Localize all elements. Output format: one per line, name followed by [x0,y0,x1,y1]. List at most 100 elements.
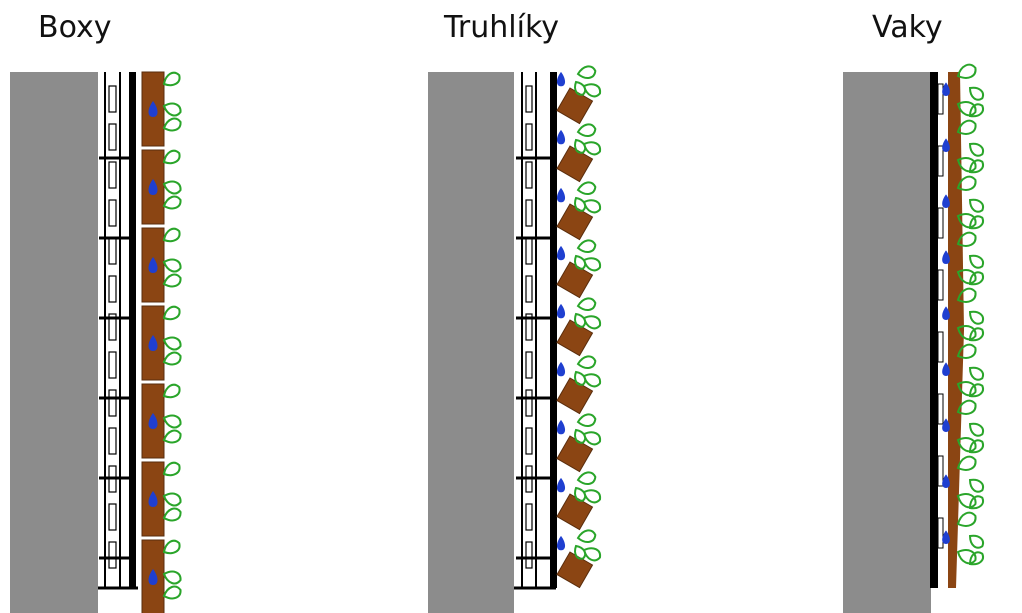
frame-slot [937,393,944,425]
leaf-icon [582,199,602,214]
frame-slot [108,503,117,531]
leaf-icon [574,80,587,96]
frame-slot [108,389,117,417]
frame-slot [108,313,117,341]
frame-slot [525,199,533,227]
water-drop-icon [942,362,950,376]
leaf-icon [576,355,597,369]
planter-bags [942,63,984,588]
leaf-icon [162,336,182,351]
leaf-icon [576,65,597,79]
leaf-icon [162,383,181,399]
mounting-structure [930,72,944,588]
leaf-icon [582,431,602,446]
frame-slot [108,85,117,113]
leaf-icon [162,71,181,87]
leaf-icon [162,149,181,165]
frame-slot [525,85,533,113]
panel-truhliky: Truhlíky [340,0,680,613]
water-drop-icon [942,194,950,208]
leaf-icon [956,213,977,229]
leaf-icon [968,103,984,118]
water-drop-icon [148,569,158,585]
frame-slot [525,275,533,303]
leaf-icon [956,175,977,191]
leaf-icon [956,455,977,471]
wall [843,72,931,613]
frame-slot [108,351,117,379]
frame-slot [525,503,533,531]
water-drop-icon [148,179,158,195]
planter-bag [948,72,964,588]
wall [428,72,514,613]
planter-troughs [556,65,602,589]
frame-slot [937,145,944,177]
leaf-icon [582,83,602,98]
frame-slot [108,237,117,265]
frame-slot [937,269,944,301]
water-drop-icon [942,530,950,544]
leaf-icon [162,429,182,444]
frame-slot [108,541,117,569]
frame-slot [525,389,533,417]
leaf-icon [162,461,181,477]
water-drop-icon [148,101,158,117]
panel-title-boxy: Boxy [38,10,112,45]
leaf-icon [162,227,181,243]
water-drop-icon [556,361,566,377]
frame-slot [937,517,944,549]
panel-boxy: Boxy [0,0,340,613]
leaf-icon [162,180,182,195]
frame-slot [525,351,533,379]
water-drop-icon [556,187,566,203]
leaf-icon [956,493,977,509]
mounting-structure [514,72,557,590]
water-drop-icon [556,535,566,551]
leaf-icon [968,551,984,566]
leaf-icon [162,585,182,600]
leaf-icon [162,102,182,117]
leaf-icon [968,422,984,437]
water-drop-icon [556,129,566,145]
leaf-icon [968,366,984,381]
water-drop-icon [942,82,950,96]
leaf-icon [162,117,182,132]
leaf-icon [574,544,587,560]
frame-slot [525,237,533,265]
leaf-icon [956,511,977,527]
panel-title-truhliky: Truhlíky [444,10,560,45]
leaf-icon [956,549,977,565]
leaf-icon [968,86,984,101]
leaf-icon [968,142,984,157]
water-drop-icon [556,477,566,493]
frame-slot [937,455,944,487]
leaf-icon [162,195,182,210]
frame-slot [937,83,944,115]
planter-boxes [141,71,182,613]
water-drop-icon [148,491,158,507]
wall [10,72,98,613]
leaf-icon [968,383,984,398]
vertical-post [930,72,938,588]
frame-slot [108,427,117,455]
leaf-icon [576,297,597,311]
leaf-icon [968,478,984,493]
water-drop-icon [148,257,158,273]
leaf-icon [162,539,181,555]
leaf-icon [956,343,977,359]
leaf-icon [968,215,984,230]
water-drop-icon [556,71,566,87]
leaf-icon [956,325,977,341]
frame-slot [108,199,117,227]
panel-vaky: Vaky [680,0,1022,613]
leaf-icon [162,492,182,507]
water-drop-icon [942,418,950,432]
water-drop-icon [148,413,158,429]
leaf-icon [574,254,587,270]
leaf-icon [576,239,597,253]
leaf-icon [582,315,602,330]
leaf-icon [162,258,182,273]
vertical-post [550,72,557,588]
leaf-icon [576,529,597,543]
leaf-icon [956,437,977,453]
